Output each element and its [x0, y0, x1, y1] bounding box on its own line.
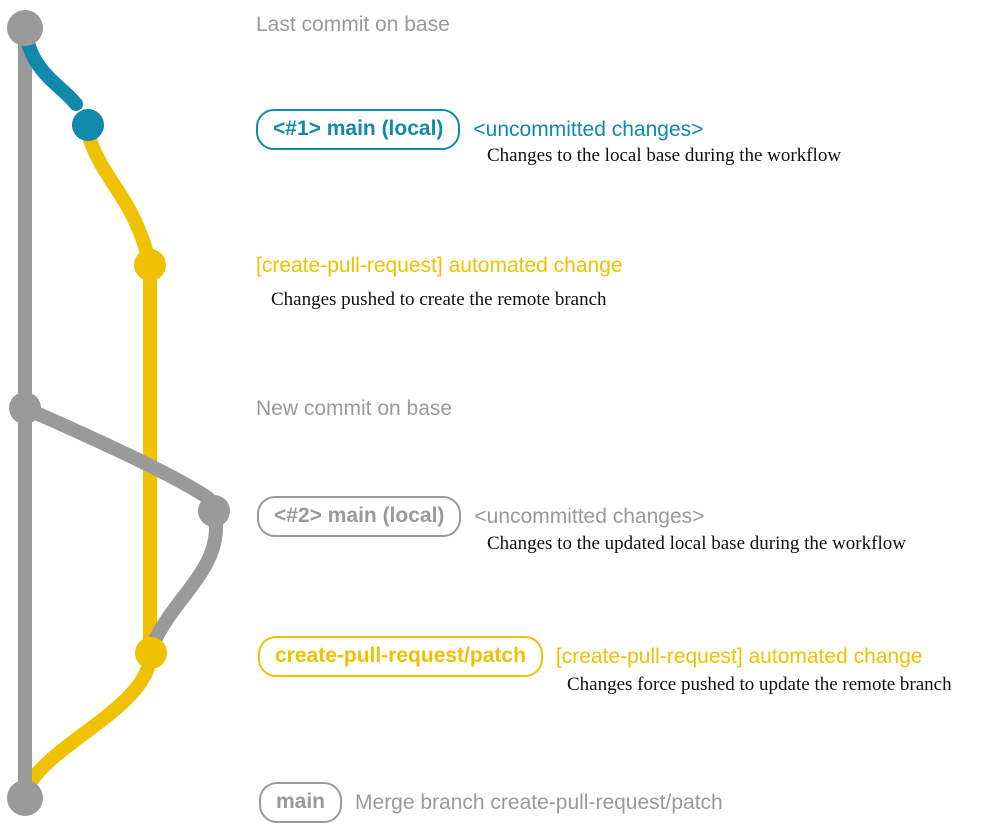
- branch-tag-local-2[interactable]: <#2> main (local): [257, 496, 462, 537]
- row-local-1: <#1> main (local) <uncommitted changes>: [256, 109, 703, 150]
- commit-dot-base-new[interactable]: New commit on base: [9, 392, 41, 424]
- branch-tag-main[interactable]: main: [259, 782, 343, 823]
- commit-dot-local-2[interactable]: <#2> main (local): [198, 495, 230, 527]
- branch-tag-create-pull-request-patch[interactable]: create-pull-request/patch: [258, 636, 543, 677]
- branch-tag-local-1[interactable]: <#1> main (local): [256, 109, 461, 150]
- row-local-2: <#2> main (local) <uncommitted changes>: [257, 496, 704, 537]
- commit-note-remote-2: Changes force pushed to update the remot…: [567, 674, 952, 695]
- commit-dot-base-head[interactable]: Last commit on base: [7, 10, 43, 46]
- commit-dot-local-1[interactable]: <#1> main (local): [72, 109, 104, 141]
- commit-subject-merge: Merge branch create-pull-request/patch: [355, 791, 723, 814]
- commit-subject-local-1: <uncommitted changes>: [473, 118, 704, 141]
- commit-dot-merge[interactable]: main: [7, 780, 43, 816]
- commit-subject-local-2: <uncommitted changes>: [474, 505, 705, 528]
- commit-subject-base-new: New commit on base: [256, 397, 453, 420]
- commit-note-local-2: Changes to the updated local base during…: [487, 533, 906, 554]
- row-last-commit-on-base: Last commit on base: [256, 14, 450, 35]
- commit-subject-remote-2: [create-pull-request] automated change: [555, 645, 923, 668]
- graph-edge-base-new-to-local-2: [18, 401, 215, 505]
- row-remote-1: [create-pull-request] automated change: [256, 255, 623, 276]
- row-remote-2: create-pull-request/patch [create-pull-r…: [258, 636, 922, 677]
- commit-note-remote-1: Changes pushed to create the remote bran…: [271, 289, 607, 310]
- graph-edge-local-1-to-remote-1: [83, 133, 153, 257]
- row-new-commit-on-base: New commit on base: [256, 398, 452, 419]
- graph-edge-remote-2-to-merge: [21, 657, 156, 793]
- commit-dot-remote-1[interactable]: [create-pull-request] automated change: [134, 249, 166, 281]
- commit-dot-remote-2[interactable]: [create-pull-request] automated change: [135, 637, 167, 669]
- commit-note-local-1: Changes to the local base during the wor…: [487, 145, 842, 166]
- row-merge: main Merge branch create-pull-request/pa…: [259, 782, 723, 823]
- graph-edge-local-2-to-remote-2: [147, 517, 224, 649]
- commit-subject-remote-1: [create-pull-request] automated change: [256, 254, 623, 277]
- commit-subject-base-head: Last commit on base: [256, 13, 450, 36]
